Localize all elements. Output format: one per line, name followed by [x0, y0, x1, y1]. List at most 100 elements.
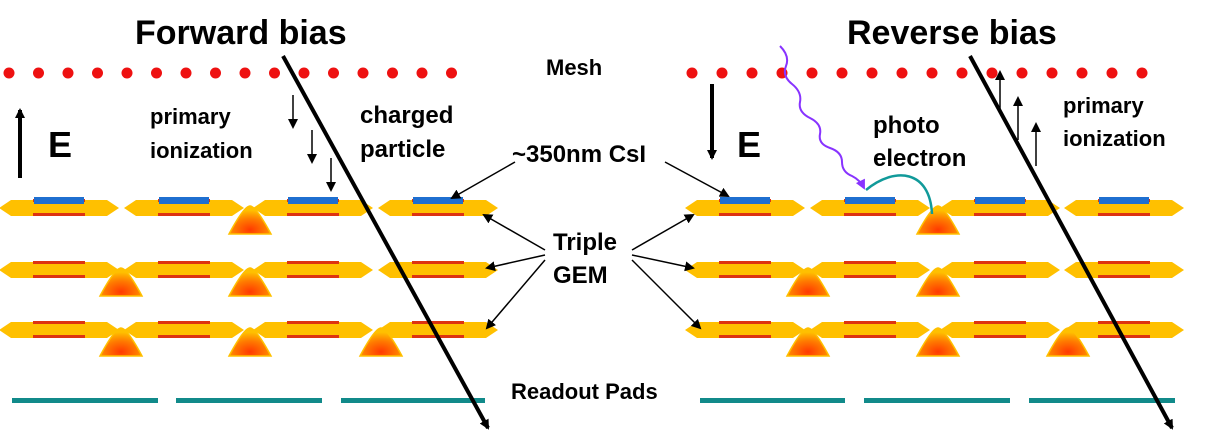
mesh-dot	[357, 67, 369, 79]
gem-electrode-bottom	[844, 275, 896, 278]
avalanche	[358, 327, 404, 357]
mesh-dot	[416, 67, 428, 79]
gem-foil	[940, 261, 1060, 278]
csi-layer	[288, 197, 338, 204]
mesh-dot	[686, 67, 698, 79]
gem-foil	[685, 197, 805, 216]
csi-layer	[1099, 197, 1149, 204]
csi-layer	[845, 197, 895, 204]
readout-pad	[12, 398, 158, 403]
gem-foil	[253, 197, 373, 216]
gem-electrode-bottom	[33, 335, 85, 338]
avalanche	[227, 327, 273, 357]
readout-pad	[700, 398, 845, 403]
gem-body	[378, 262, 498, 278]
gem-body	[0, 262, 119, 278]
gem-electrode-bottom	[287, 275, 339, 278]
csi-pointers	[450, 161, 730, 199]
label-electron: electron	[873, 145, 967, 172]
avalanche	[785, 327, 831, 357]
gem-electrode-bottom	[974, 213, 1026, 216]
gem-body	[940, 262, 1060, 278]
gem-foil	[940, 321, 1060, 338]
gem-electrode-top	[974, 321, 1026, 324]
gem-body	[124, 200, 244, 216]
gem-electrode-bottom	[974, 335, 1026, 338]
mesh-dot	[33, 67, 44, 79]
avalanche	[785, 267, 831, 297]
gem-foil	[0, 321, 119, 338]
gem-electrode-bottom	[844, 335, 896, 338]
gem-body	[940, 322, 1060, 338]
gem-foil	[940, 197, 1060, 216]
gem-foil	[1064, 197, 1184, 216]
gem-electrode-bottom	[719, 335, 771, 338]
gem-electrode-bottom	[719, 275, 771, 278]
mesh-dot	[387, 67, 398, 79]
mesh-dot	[926, 67, 938, 79]
avalanche	[227, 205, 273, 235]
gem-electrode-top	[412, 261, 464, 264]
avalanche	[915, 327, 961, 357]
gem-electrode-top	[844, 261, 896, 264]
gem-body	[0, 322, 119, 338]
gem-body	[810, 262, 930, 278]
gem-foil	[124, 261, 244, 278]
avalanche	[1045, 327, 1091, 357]
mesh-dot	[3, 67, 15, 79]
gem-electrode-bottom	[1098, 213, 1150, 216]
readout-pad	[341, 398, 485, 403]
gem-electrode-top	[1098, 321, 1150, 324]
gem-electrode-bottom	[33, 213, 85, 216]
gem-electrode-bottom	[1098, 275, 1150, 278]
gem-foil	[124, 321, 244, 338]
gem-foil	[685, 261, 805, 278]
gem-electrode-top	[33, 321, 85, 324]
gem-body	[0, 200, 119, 216]
gem-foil	[810, 197, 930, 216]
readout-pads	[12, 398, 1175, 403]
gem-electrode-top	[287, 261, 339, 264]
gem-foil	[685, 321, 805, 338]
gem-body	[124, 322, 244, 338]
avalanche	[227, 267, 273, 297]
gem-electrode-bottom	[412, 213, 464, 216]
gem-foil	[1064, 261, 1184, 278]
mesh-dot	[1106, 67, 1118, 79]
gem-electrode-bottom	[158, 335, 210, 338]
label-mesh: Mesh	[546, 55, 603, 80]
mesh-dot	[1136, 67, 1148, 79]
gem-electrode-bottom	[158, 275, 210, 278]
csi-layer	[34, 197, 84, 204]
gem-electrode-bottom	[287, 335, 339, 338]
charged-particle-track-right	[968, 55, 1174, 430]
avalanche	[98, 267, 144, 297]
avalanches	[98, 205, 1091, 357]
gem-electrode-top	[719, 261, 771, 264]
gem-foil	[378, 197, 498, 216]
label-primary-right-1: primary	[1063, 93, 1144, 118]
gem-foil	[0, 197, 119, 216]
label-readout-pads: Readout Pads	[511, 379, 658, 404]
gem-electrode-bottom	[974, 275, 1026, 278]
mesh-dot	[180, 67, 192, 79]
mesh-dot	[239, 67, 251, 79]
gem-electrode-top	[974, 261, 1026, 264]
gem-foil	[253, 321, 373, 338]
photon-path	[779, 45, 865, 190]
gem-electrode-top	[158, 321, 210, 324]
mesh-left	[3, 67, 457, 79]
readout-pad	[1029, 398, 1175, 403]
gem-body	[1064, 200, 1184, 216]
ionization-arrows-right	[995, 70, 1041, 166]
gem-electrode-bottom	[158, 213, 210, 216]
gem-body	[378, 322, 498, 338]
gem-electrode-bottom	[719, 213, 771, 216]
mesh-dot	[298, 67, 310, 79]
charged-particle-track-left	[281, 55, 490, 430]
avalanche	[915, 267, 961, 297]
gem-body	[685, 322, 805, 338]
gem-pointers	[482, 214, 702, 330]
label-photo: photo	[873, 112, 940, 139]
gem-body	[685, 200, 805, 216]
